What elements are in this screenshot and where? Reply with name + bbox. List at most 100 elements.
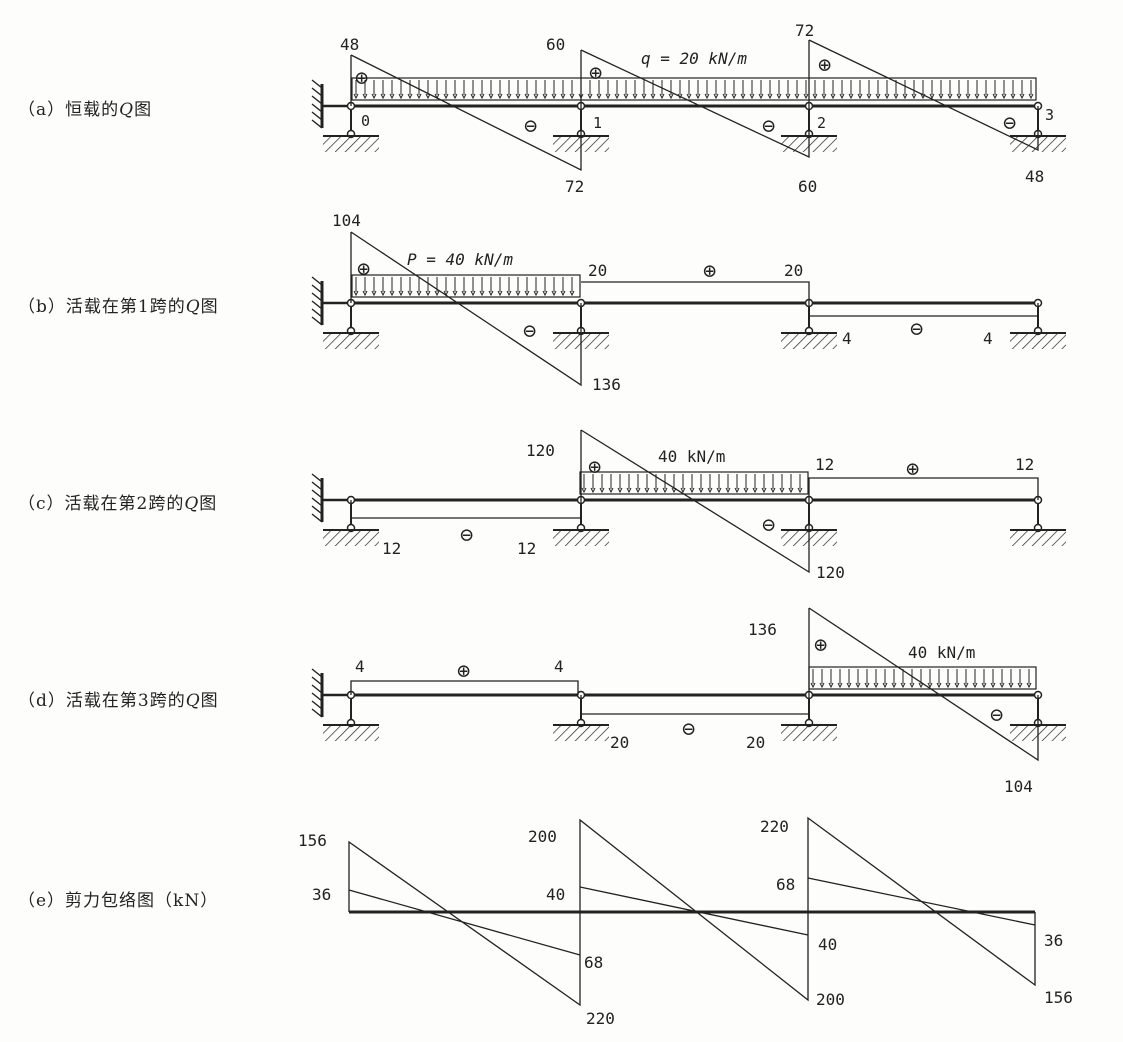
load-arrowhead xyxy=(707,487,713,494)
load-label-d: 40 kN/m xyxy=(908,643,975,662)
label-e: （e）剪力包络图（kN） xyxy=(18,891,219,911)
load-arrowhead xyxy=(626,487,632,494)
load-arrowhead xyxy=(1001,93,1007,100)
value-e-36-left: 36 xyxy=(312,885,331,904)
value-e-68-right: 68 xyxy=(776,875,795,894)
load-arrowhead xyxy=(452,93,458,100)
load-arrowhead xyxy=(983,93,989,100)
load-arrowhead xyxy=(380,93,386,100)
load-arrowhead xyxy=(599,487,605,494)
load-arrowhead xyxy=(425,93,431,100)
plus-sign: ⊕ xyxy=(814,633,827,658)
load-arrowhead xyxy=(581,487,587,494)
load-arrowhead xyxy=(605,93,611,100)
load-arrowhead xyxy=(443,93,449,100)
load-arrowhead xyxy=(1019,93,1025,100)
load-arrowhead xyxy=(515,290,521,297)
load-arrowhead xyxy=(533,93,539,100)
load-arrowhead xyxy=(716,487,722,494)
load-arrowhead xyxy=(1010,93,1016,100)
load-arrowhead xyxy=(479,290,485,297)
load-arrowhead xyxy=(900,682,906,689)
load-arrowhead xyxy=(965,93,971,100)
load-arrowhead xyxy=(650,93,656,100)
value-d-20-left: 20 xyxy=(610,733,629,752)
value-e-156-right: 156 xyxy=(1044,988,1073,1007)
diagram-c: 12 12 120 120 12 12 40 kN/m ⊕ ⊕ ⊖ ⊖ xyxy=(310,429,1067,582)
value-c-12-right-a: 12 xyxy=(815,455,834,474)
value-a-48-right: 48 xyxy=(1025,167,1044,186)
load-arrowhead xyxy=(999,682,1005,689)
value-e-200-left: 200 xyxy=(528,827,557,846)
value-c-120-bottom: 120 xyxy=(816,563,845,582)
load-arrowhead xyxy=(855,682,861,689)
load-arrowhead xyxy=(1017,682,1023,689)
load-arrowhead xyxy=(918,682,924,689)
load-arrowhead xyxy=(398,290,404,297)
minus-sign: ⊖ xyxy=(990,703,1003,728)
load-arrowhead xyxy=(560,93,566,100)
load-a xyxy=(351,77,1037,101)
load-arrowhead xyxy=(524,93,530,100)
value-e-200-right: 200 xyxy=(816,990,845,1009)
load-arrowhead xyxy=(812,93,818,100)
load-arrowhead xyxy=(461,290,467,297)
label-c: （c）活载在第2跨的Q图 xyxy=(18,494,218,514)
load-arrowhead xyxy=(452,290,458,297)
value-c-12-right-b: 12 xyxy=(1015,455,1034,474)
minus-sign: ⊖ xyxy=(1003,111,1016,136)
load-arrowhead xyxy=(524,290,530,297)
load-arrowhead xyxy=(947,93,953,100)
load-arrowhead xyxy=(506,93,512,100)
load-arrowhead xyxy=(371,93,377,100)
minus-sign: ⊖ xyxy=(460,523,473,548)
value-c-120-top: 120 xyxy=(526,441,555,460)
load-arrowhead xyxy=(680,487,686,494)
value-e-220-right: 220 xyxy=(760,817,789,836)
load-arrowhead xyxy=(779,487,785,494)
load-arrowhead xyxy=(425,290,431,297)
load-arrowhead xyxy=(569,290,575,297)
value-e-40-left: 40 xyxy=(546,885,565,904)
load-arrowhead xyxy=(909,682,915,689)
load-arrowhead xyxy=(569,93,575,100)
value-b-104: 104 xyxy=(332,211,361,230)
load-arrowhead xyxy=(819,682,825,689)
load-arrowhead xyxy=(974,93,980,100)
load-arrowhead xyxy=(635,487,641,494)
load-arrowhead xyxy=(380,290,386,297)
plus-sign: ⊕ xyxy=(357,257,370,282)
load-label-b: P = 40 kN/m xyxy=(407,250,513,269)
load-arrowhead xyxy=(725,487,731,494)
load-arrowhead xyxy=(542,93,548,100)
load-arrowhead xyxy=(767,93,773,100)
value-c-12-left: 12 xyxy=(382,539,401,558)
load-arrowhead xyxy=(884,93,890,100)
load-arrowhead xyxy=(551,290,557,297)
value-c-12-mid: 12 xyxy=(517,539,536,558)
load-arrowhead xyxy=(1026,682,1032,689)
load-arrowhead xyxy=(614,93,620,100)
minus-sign: ⊖ xyxy=(762,513,775,538)
value-a-60-top: 60 xyxy=(546,35,565,54)
load-arrowhead xyxy=(990,682,996,689)
minus-sign: ⊖ xyxy=(523,319,536,344)
load-arrowhead xyxy=(1028,93,1034,100)
joint-1: 1 xyxy=(593,114,602,132)
value-d-104: 104 xyxy=(1004,777,1033,796)
load-arrowhead xyxy=(659,93,665,100)
load-arrowhead xyxy=(992,93,998,100)
load-arrowhead xyxy=(506,290,512,297)
load-arrowhead xyxy=(497,93,503,100)
minus-sign: ⊖ xyxy=(762,114,775,139)
load-arrowhead xyxy=(617,487,623,494)
diagram-b: 104 136 20 20 4 4 P = 40 kN/m ⊕ ⊕ ⊖ ⊖ xyxy=(310,211,1067,394)
load-arrowhead xyxy=(902,93,908,100)
load-arrowhead xyxy=(776,93,782,100)
value-d-136: 136 xyxy=(748,620,777,639)
load-arrowhead xyxy=(695,93,701,100)
value-a-60-bottom: 60 xyxy=(798,177,817,196)
load-arrowhead xyxy=(864,682,870,689)
load-arrowhead xyxy=(837,682,843,689)
load-arrowhead xyxy=(846,682,852,689)
